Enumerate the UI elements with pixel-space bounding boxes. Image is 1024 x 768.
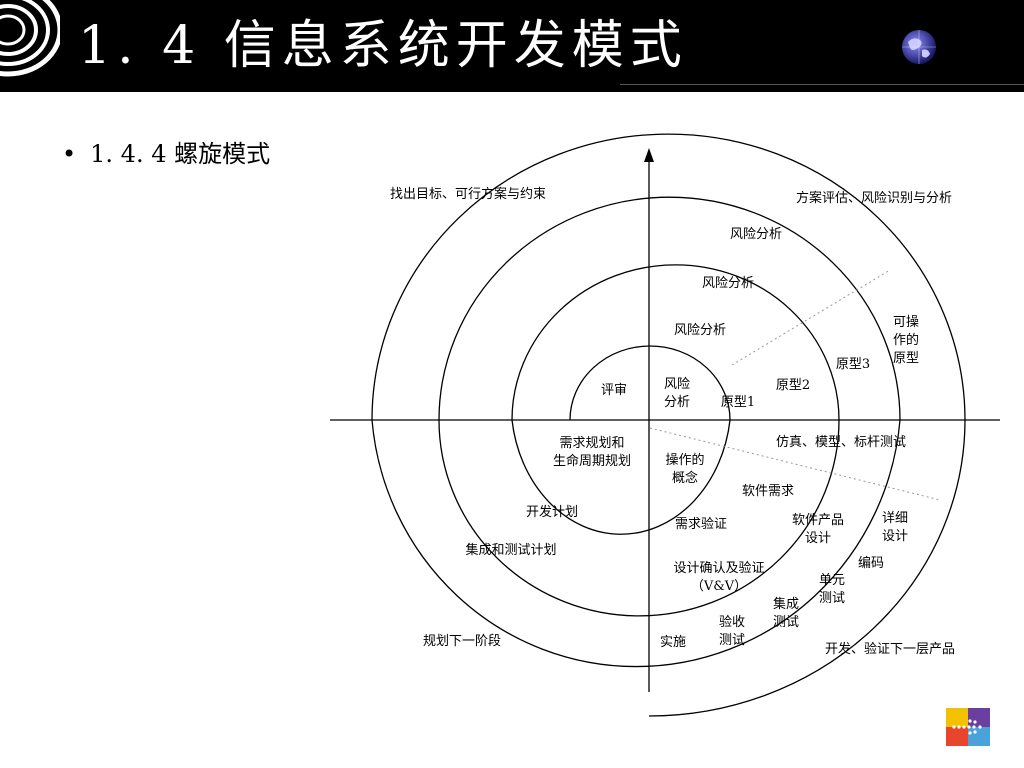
label-software-requirements: 软件需求 — [741, 484, 795, 499]
section-bullet: • 1. 4. 4 螺旋模式 — [62, 142, 270, 166]
label-risk-mid: 风险分析 — [701, 276, 755, 291]
section-heading: 1. 4. 4 螺旋模式 — [90, 140, 271, 168]
bullet-marker: • — [62, 140, 77, 168]
label-risk-center: 风险 分析 — [663, 377, 691, 410]
label-requirements-plan: 需求规划和 生命周期规划 — [552, 436, 632, 469]
label-goal: 找出目标、可行方案与约束 — [389, 187, 547, 202]
label-prototype-1: 原型1 — [720, 395, 756, 410]
label-coding: 编码 — [857, 556, 885, 571]
label-risk-outer: 风险分析 — [729, 227, 783, 242]
label-integration-test: 集成 测试 — [772, 597, 800, 630]
label-operational-prototype: 可操 作的 原型 — [892, 315, 920, 366]
header-banner: 1. 4 信息系统开发模式 — [0, 0, 1024, 92]
label-dev-plan: 开发计划 — [525, 505, 579, 520]
label-prototype-3: 原型3 — [835, 357, 871, 372]
label-design-verify: 设计确认及验证 （V&V） — [673, 561, 765, 594]
label-integration-test-plan: 集成和测试计划 — [465, 543, 557, 558]
label-simulation: 仿真、模型、标杆测试 — [775, 435, 907, 450]
label-develop-next: 开发、验证下一层产品 — [824, 642, 956, 657]
upper-divider — [731, 269, 891, 366]
y-axis-arrow-icon — [644, 148, 654, 162]
label-prototype-2: 原型2 — [775, 378, 811, 393]
label-evaluate: 方案评估、风险识别与分析 — [795, 191, 953, 206]
label-detailed-design: 详细 设计 — [881, 511, 909, 544]
label-unit-test: 单元 测试 — [818, 573, 846, 606]
label-req-verify: 需求验证 — [674, 517, 728, 532]
label-risk-inner: 风险分析 — [673, 323, 727, 338]
concentric-spiral-logo-icon — [0, 0, 60, 77]
label-software-product-design: 软件产品 设计 — [791, 513, 845, 546]
header-underline — [620, 84, 1024, 92]
page-title: 1. 4 信息系统开发模式 — [78, 16, 688, 76]
arrow-dots-logo-icon — [946, 708, 990, 746]
spiral-curve — [371, 133, 966, 717]
globe-icon — [902, 30, 936, 64]
label-review: 评审 — [600, 383, 628, 398]
label-acceptance-test: 验收 测试 — [718, 615, 746, 648]
label-implementation: 实施 — [659, 635, 687, 650]
label-plan-next: 规划下一阶段 — [422, 634, 502, 649]
label-operation-concept: 操作的 概念 — [665, 453, 705, 486]
